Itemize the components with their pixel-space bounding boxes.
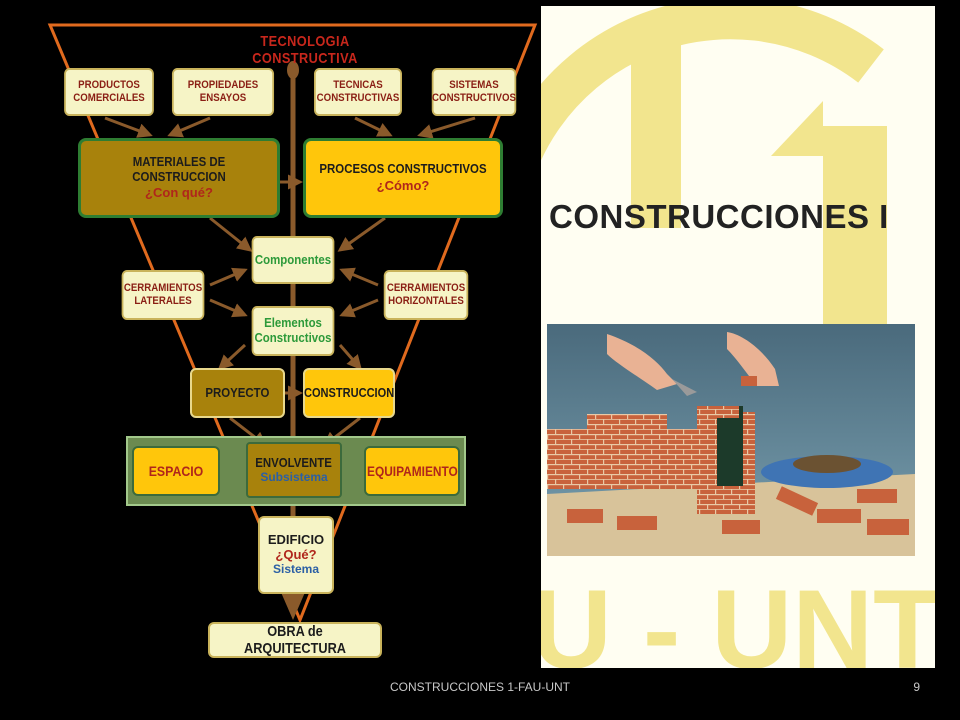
box-elementos-constructivos: Elementos Constructivos (251, 306, 335, 356)
box-line: LATERALES (134, 295, 192, 307)
box-productos-comerciales: PRODUCTOS COMERCIALES (64, 68, 154, 116)
box-obra-arquitectura: OBRA de ARQUITECTURA (208, 622, 382, 658)
triangle-outline (47, 23, 538, 624)
box-procesos-constructivos: PROCESOS CONSTRUCTIVOS ¿Cómo? (303, 138, 503, 218)
box-edificio: EDIFICIO ¿Qué? Sistema (258, 516, 334, 594)
proyecto-label: PROYECTO (205, 384, 270, 400)
materiales-question: ¿Con qué? (145, 185, 213, 201)
box-line: CONSTRUCTIVAS (316, 92, 400, 104)
box-cerramientos-laterales: CERRAMIENTOS LATERALES (121, 270, 205, 320)
box-propiedades-ensayos: PROPIEDADES ENSAYOS (171, 68, 275, 116)
box-tecnicas-constructivas: TECNICAS CONSTRUCTIVAS (314, 68, 402, 116)
edificio-sub: Sistema (272, 562, 320, 577)
box-sistemas-constructivos: SISTEMAS CONSTRUCTIVOS (431, 68, 517, 116)
box-line: TECNICAS (333, 79, 383, 92)
footer-course-label: CONSTRUCCIONES 1-FAU-UNT (389, 680, 570, 694)
box-line: COMERCIALES (73, 92, 145, 104)
spine-top-knob (287, 61, 299, 79)
box-cerramientos-horizontales: CERRAMIENTOS HORIZONTALES (383, 270, 469, 320)
brick-model-photo (547, 324, 915, 556)
box-line: ENSAYOS (199, 92, 247, 104)
box-line: CONSTRUCTIVOS (432, 92, 516, 104)
box-materiales-construccion: MATERIALES DE CONSTRUCCION ¿Con qué? (78, 138, 280, 218)
box-envolvente: ENVOLVENTE Subsistema (246, 442, 342, 498)
equipamiento-label: EQUIPAMIENTO (366, 462, 458, 479)
box-proyecto: PROYECTO (190, 368, 285, 418)
box-line: CERRAMIENTOS (123, 282, 203, 295)
envolvente-sub: Subsistema (260, 469, 328, 484)
obra-label: OBRA de ARQUITECTURA (244, 622, 346, 657)
box-construccion: CONSTRUCCION (303, 368, 395, 418)
flow-arrows (104, 116, 476, 478)
course-cover-panel: U - UNT CONSTRUCCIONES I (541, 6, 935, 668)
espacio-label: ESPACIO (148, 462, 204, 479)
envolvente-title: ENVOLVENTE (255, 454, 333, 470)
edificio-title: EDIFICIO (267, 532, 325, 548)
box-line: SISTEMAS (449, 79, 499, 92)
procesos-title: PROCESOS CONSTRUCTIVOS (319, 161, 487, 177)
box-equipamiento: EQUIPAMIENTO (364, 446, 460, 496)
box-componentes: Componentes (251, 236, 335, 284)
watermark-text: U - UNT (541, 567, 935, 668)
slide-page-number: 9 (913, 680, 920, 694)
construccion-label: CONSTRUCCION (303, 384, 395, 400)
box-line: PRODUCTOS (78, 79, 140, 92)
box-line: CERRAMIENTOS (386, 282, 466, 295)
edificio-question: ¿Qué? (275, 547, 317, 563)
course-title: CONSTRUCCIONES I (549, 198, 889, 235)
box-espacio: ESPACIO (132, 446, 220, 496)
box-line: PROPIEDADES (187, 79, 259, 92)
box-line: Constructivos (254, 330, 332, 345)
diagram-title: TECNOLOGIA CONSTRUCTIVA (252, 33, 358, 67)
componentes-label: Componentes (254, 251, 332, 267)
box-line: HORIZONTALES (388, 295, 464, 307)
spine-bottom-arrow (280, 590, 306, 620)
procesos-question: ¿Cómo? (376, 178, 430, 193)
box-line: Elementos (264, 315, 322, 331)
materiales-title: MATERIALES DE CONSTRUCCION (132, 153, 226, 184)
